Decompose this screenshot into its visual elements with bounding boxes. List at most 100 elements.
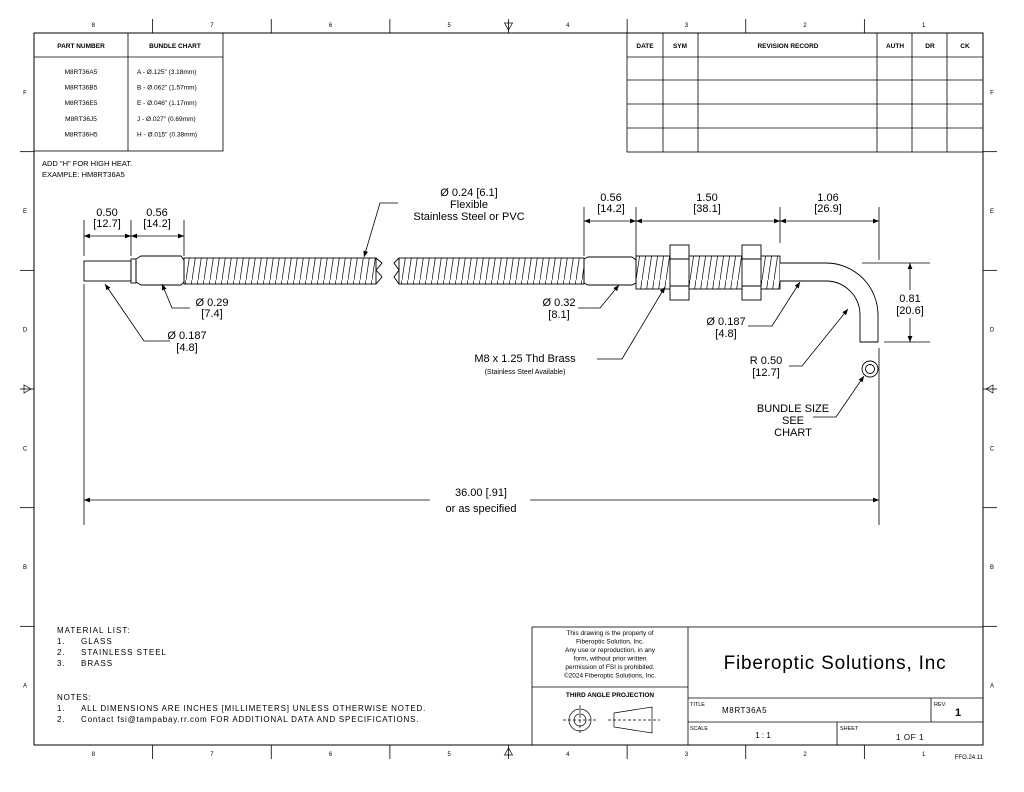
material-item: GLASS	[81, 637, 113, 646]
material-item-number: 2.	[57, 648, 66, 657]
property-notice-line: ©2024 Fiberoptic Solutions, Inc.	[564, 672, 656, 680]
dim-032: Ø 0.32	[542, 297, 575, 309]
notes-title: NOTES:	[57, 693, 92, 702]
dim-050-mm: [12.7]	[93, 218, 121, 230]
bundle-chart-label: CHART	[774, 427, 812, 439]
dim-150: 1.50	[696, 192, 717, 204]
part-number-cell: M8RT36H5	[64, 131, 98, 138]
dim-0187a: Ø 0.187	[167, 330, 206, 342]
dim-overall-length: 36.00 [.91]	[455, 487, 507, 499]
dim-050: 0.50	[96, 207, 117, 219]
bundle-chart-cell: B - Ø.062" (1.57mm)	[137, 85, 197, 92]
fiber-assembly	[83, 244, 879, 378]
scale-value: 1 : 1	[755, 731, 771, 740]
zone-col-label: 7	[210, 23, 214, 29]
zone-row-label: D	[990, 328, 995, 334]
scale-label: SCALE	[690, 726, 708, 732]
sheet-label: SHEET	[840, 726, 859, 732]
note-text: ALL DIMENSIONS ARE INCHES [MILLIMETERS] …	[81, 704, 426, 713]
bundle-end-outer	[861, 360, 879, 378]
title-label: TITLE	[690, 702, 705, 708]
notes: NOTES: 1. ALL DIMENSIONS ARE INCHES [MILL…	[57, 693, 426, 724]
dim-056b: 0.56	[600, 192, 621, 204]
note-number: 1.	[57, 704, 65, 713]
material-item: STAINLESS STEEL	[81, 648, 167, 657]
dim-0187b-mm: [4.8]	[715, 328, 736, 340]
dim-056: 0.56	[146, 207, 167, 219]
bundle-end-inner	[865, 364, 875, 374]
dim-0187a-mm: [4.8]	[176, 342, 197, 354]
rev-header-ck: CK	[960, 43, 970, 50]
dim-029-mm: [7.4]	[201, 308, 222, 320]
dim-081-mm: [20.6]	[896, 305, 924, 317]
bent-probe-tube	[780, 262, 879, 343]
center-mark-icon	[985, 384, 994, 394]
rev-header-dr: DR	[925, 43, 935, 50]
dim-radius: R 0.50	[750, 355, 782, 367]
note-text: Contact fsi@tampabay.rr.com FOR ADDITION…	[81, 715, 419, 724]
property-notice-line: Fiberoptic Solution, Inc.	[576, 639, 644, 646]
zone-row-label: B	[23, 565, 27, 571]
zone-row-label: D	[23, 328, 28, 334]
zone-row-label: B	[990, 565, 994, 571]
zone-col-label: 8	[92, 23, 96, 29]
dim-056-mm: [14.2]	[143, 218, 171, 230]
part-number-cell: M8RT36B5	[65, 85, 98, 92]
dimension-labels: 0.50 [12.7] 0.56 [14.2] Ø 0.24 [6.1] Fle…	[93, 187, 924, 515]
dim-029: Ø 0.29	[195, 297, 228, 309]
zone-col-label: 3	[685, 752, 689, 758]
dim-sheath-type: Flexible	[450, 199, 488, 211]
material-item-number: 3.	[57, 659, 66, 668]
zone-row-label: F	[990, 90, 994, 96]
bundle-see-label: SEE	[782, 415, 804, 427]
zone-grid-ticks	[20, 19, 997, 759]
center-mark-icon	[503, 747, 514, 756]
hex-nut-right	[741, 244, 762, 301]
parts-header-bundle-chart: BUNDLE CHART	[149, 43, 201, 50]
hex-nut-left	[669, 244, 690, 301]
high-heat-note: ADD "H" FOR HIGH HEAT. EXAMPLE: HM8RT36A…	[42, 159, 132, 179]
dim-overall-note: or as specified	[446, 503, 517, 515]
border-frame	[33, 32, 984, 746]
property-notice-line: This drawing is the property of	[566, 630, 653, 637]
probe-tip	[83, 260, 132, 282]
dimension-lines	[83, 202, 930, 525]
zone-col-label: 6	[329, 752, 333, 758]
rev-label: REV.	[934, 702, 947, 708]
dim-106: 1.06	[817, 192, 838, 204]
zone-row-label: A	[990, 684, 994, 690]
material-item: BRASS	[81, 659, 113, 668]
zone-col-label: 4	[566, 23, 570, 29]
zone-row-label: A	[23, 684, 27, 690]
zone-col-label: 7	[210, 752, 214, 758]
revision-table: DATE SYM REVISION RECORD AUTH DR CK	[626, 32, 984, 153]
rev-header-auth: AUTH	[886, 43, 904, 50]
zone-row-label: C	[990, 446, 995, 452]
rev-header-record: REVISION RECORD	[757, 43, 818, 50]
property-notice-line: form, without prior written	[574, 656, 647, 663]
material-item-number: 1.	[57, 637, 66, 646]
zone-col-label: 8	[92, 752, 96, 758]
zone-col-label: 1	[922, 23, 926, 29]
projection-symbol-icon	[563, 705, 660, 735]
part-number-cell: M8RT36J5	[65, 116, 97, 123]
part-number-cell: M8RT36E5	[65, 100, 98, 107]
dim-0187b: Ø 0.187	[706, 316, 745, 328]
company-name: Fiberoptic Solutions, Inc	[724, 653, 947, 674]
zone-row-label: E	[23, 209, 27, 215]
property-notice-line: permission of FSI is prohibited.	[565, 664, 654, 671]
zone-col-label: 1	[922, 752, 926, 758]
note-number: 2.	[57, 715, 65, 724]
dim-150-mm: [38.1]	[693, 203, 721, 215]
zone-col-label: 5	[448, 752, 452, 758]
zone-col-label: 4	[566, 752, 570, 758]
dim-056b-mm: [14.2]	[597, 203, 625, 215]
center-mark-icon	[503, 22, 514, 31]
rev-header-sym: SYM	[673, 43, 687, 50]
sheet-value: 1 OF 1	[896, 733, 924, 742]
dim-sheath-material: Stainless Steel or PVC	[413, 211, 524, 223]
